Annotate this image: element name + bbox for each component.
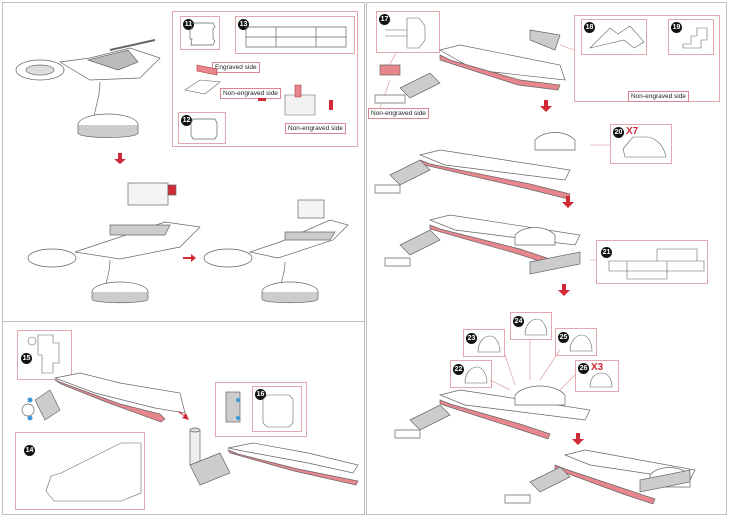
- step-number-19: 19: [671, 22, 682, 33]
- part-box-26: 26 X3: [575, 360, 619, 392]
- part-17-outline: [385, 17, 426, 49]
- label-non-engraved-side-2: Non-engraved side: [285, 123, 346, 134]
- ship-model-step-a: [15, 39, 161, 138]
- hull-assembly-stage-4: [394, 385, 591, 440]
- quantity-x3: X3: [591, 362, 604, 373]
- red-arrow-icon: [258, 98, 266, 101]
- part-box-13: 13: [235, 16, 355, 54]
- step-number-15: 15: [21, 353, 32, 364]
- part-14-outline: [45, 442, 142, 502]
- part-23-outline: [477, 335, 501, 353]
- step-number-24: 24: [513, 316, 524, 327]
- part-box-17: 17: [376, 11, 440, 53]
- step-number-16: 16: [255, 389, 266, 400]
- step-number-14: 14: [24, 445, 35, 456]
- part-11-outline: [189, 22, 216, 46]
- part-box-11: 11: [180, 16, 220, 50]
- hull-assembly-stage-1: [374, 29, 566, 104]
- step-number-23: 23: [466, 333, 477, 344]
- part-box-14: 14: [15, 432, 145, 510]
- part-assembly-11-12: [184, 64, 221, 95]
- ship-model-step-b: [27, 182, 201, 304]
- panel-right: [366, 2, 727, 515]
- step-number-22: 22: [453, 364, 464, 375]
- part-box-15: 15: [17, 330, 72, 380]
- panel-bottom-left: [2, 321, 365, 515]
- red-arrow-icon: [540, 100, 552, 112]
- ship-model-step-c: [203, 199, 349, 304]
- red-arrow-icon: [178, 411, 189, 420]
- hull-assembly-final: [504, 449, 696, 505]
- step-number-11: 11: [183, 19, 194, 30]
- part-box-12: 12: [178, 112, 226, 144]
- label-engraved-side: Engraved side: [212, 62, 260, 73]
- step-number-18: 18: [584, 22, 595, 33]
- red-arrow-icon: [114, 153, 126, 164]
- step-number-13: 13: [238, 19, 249, 30]
- part-20-outline: [622, 136, 667, 158]
- hull-assembly-16: [189, 442, 359, 486]
- step-number-25: 25: [558, 332, 569, 343]
- red-arrow-icon: [558, 284, 570, 296]
- part-16-outline: [262, 394, 294, 428]
- step-number-20: 20: [613, 127, 624, 138]
- part-box-19: 19: [668, 19, 714, 55]
- part-box-18: 18: [581, 19, 647, 55]
- part-24-outline: [524, 318, 548, 336]
- label-non-engraved-side-1: Non-engraved side: [220, 88, 281, 99]
- step-number-17: 17: [379, 14, 390, 25]
- part-22-outline: [464, 366, 488, 384]
- part-box-21: 21: [596, 240, 708, 284]
- part-box-25: 25: [555, 328, 597, 356]
- part-19-outline: [682, 27, 708, 49]
- part-box-16: 16: [252, 386, 302, 432]
- quantity-x7: X7: [626, 126, 639, 137]
- part-15-outline: [27, 334, 60, 374]
- part-box-22: 22: [450, 360, 492, 388]
- red-arrow-icon: [562, 196, 574, 208]
- part-26-outline: [589, 372, 613, 388]
- part-12-outline: [190, 118, 218, 140]
- leader-lines: [379, 44, 610, 396]
- step-number-21: 21: [601, 247, 612, 258]
- red-arrow-icon: [183, 254, 196, 262]
- hull-assembly-stage-2: [374, 132, 576, 200]
- hull-assembly-stage-3: [384, 214, 581, 275]
- step-number-12: 12: [181, 115, 192, 126]
- part-21-outline: [608, 248, 705, 280]
- part-box-24: 24: [510, 312, 552, 340]
- part-box-20: 20 X7: [610, 124, 672, 164]
- part-13-outline: [245, 26, 347, 48]
- part-box-23: 23: [463, 329, 505, 357]
- red-arrow-icon: [572, 433, 584, 445]
- label-non-engraved-side-4: Non-engraved side: [628, 91, 689, 102]
- part-18-outline: [589, 25, 645, 49]
- stand-piece-16: [189, 391, 241, 466]
- label-non-engraved-side-3: Non-engraved side: [368, 108, 429, 119]
- part-25-outline: [569, 334, 593, 352]
- hull-assembly-14-15: [21, 372, 186, 423]
- step-number-26: 26: [578, 363, 589, 374]
- part-assembly-13: [284, 84, 333, 116]
